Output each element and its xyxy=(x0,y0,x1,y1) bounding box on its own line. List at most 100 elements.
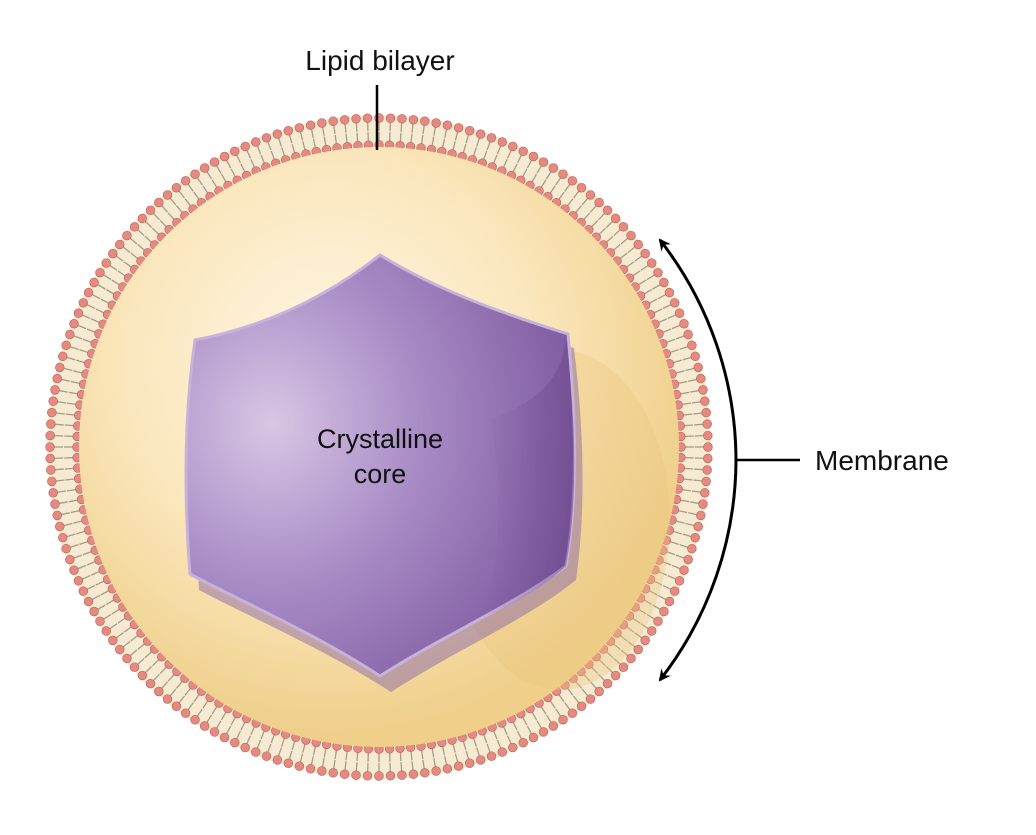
lipid-head xyxy=(210,158,219,167)
lipid-head xyxy=(454,762,463,771)
lipid-head xyxy=(210,728,219,737)
lipid-head xyxy=(53,374,62,383)
lipid-head xyxy=(476,130,485,139)
lipid-tail xyxy=(357,133,358,142)
lipid-head xyxy=(420,768,429,777)
lipid-head xyxy=(559,170,568,179)
lipid-head xyxy=(102,627,111,636)
lipid-head xyxy=(696,511,705,520)
lipid-head xyxy=(220,152,229,161)
lipid-head xyxy=(508,142,517,151)
lipid-head xyxy=(654,617,663,626)
lipid-head xyxy=(90,607,99,616)
lipid-head xyxy=(641,249,650,258)
lipid-head xyxy=(90,278,99,287)
lipid-head xyxy=(432,119,441,128)
lipid-head xyxy=(181,709,190,718)
lipid-head xyxy=(687,544,696,553)
lipid-head xyxy=(130,222,139,231)
lipid-head xyxy=(595,198,604,207)
lipid-head xyxy=(684,330,693,339)
lipid-head xyxy=(647,627,656,636)
lipid-head xyxy=(611,214,620,223)
lipid-head xyxy=(46,420,55,429)
lipid-tail xyxy=(684,468,693,469)
lipid-head xyxy=(74,309,83,318)
lipid-head xyxy=(498,748,507,757)
lipid-head xyxy=(700,488,709,497)
lipid-head xyxy=(375,772,384,781)
lipid-head xyxy=(549,722,558,731)
lipid-head xyxy=(108,636,117,645)
lipid-head xyxy=(647,259,656,268)
core-label-line2: core xyxy=(354,459,407,489)
lipid-head xyxy=(172,183,181,192)
lipid-tail xyxy=(694,424,703,425)
lipid-head xyxy=(191,170,200,179)
lipid-head xyxy=(115,645,124,654)
lipid-head xyxy=(696,374,705,383)
lipid-head xyxy=(46,466,55,475)
lipid-head xyxy=(568,709,577,718)
lipid-head xyxy=(230,147,239,156)
lipid-head xyxy=(65,330,74,339)
lipid-head xyxy=(627,231,636,240)
lipid-head xyxy=(123,654,132,663)
lipid-head xyxy=(273,130,282,139)
lipid-head xyxy=(284,759,293,768)
lipid-head xyxy=(619,222,628,231)
lipid-tail xyxy=(65,468,74,469)
lipid-head xyxy=(443,121,452,130)
lipid-head xyxy=(96,617,105,626)
lipid-head xyxy=(586,191,595,200)
lipid-head xyxy=(603,206,612,215)
lipid-tail xyxy=(401,762,402,771)
lipid-head xyxy=(465,759,474,768)
lipid-head xyxy=(306,764,315,773)
lipid-head xyxy=(634,240,643,249)
lipid-head xyxy=(476,755,485,764)
lipid-head xyxy=(46,443,55,452)
lipid-head xyxy=(154,687,163,696)
lipid-head xyxy=(49,397,58,406)
lipid-head xyxy=(62,341,71,350)
lipid-head xyxy=(55,363,64,372)
lipid-head xyxy=(529,733,538,742)
lipid-head xyxy=(641,636,650,645)
lipid-head xyxy=(306,121,315,130)
lipid-head xyxy=(699,500,708,509)
lipid-head xyxy=(465,126,474,135)
lipid-head xyxy=(58,533,67,542)
lipid-head xyxy=(241,743,250,752)
lipid-head xyxy=(363,771,372,780)
lipid-head xyxy=(665,597,674,606)
lipid-head xyxy=(539,158,548,167)
lipid-head xyxy=(284,126,293,135)
lipid-tail xyxy=(356,762,357,771)
lipid-head xyxy=(70,566,79,575)
lipid-bilayer-label: Lipid bilayer xyxy=(305,45,454,76)
lipid-head xyxy=(703,420,712,429)
lipid-head xyxy=(568,176,577,185)
lipid-head xyxy=(454,123,463,132)
lipid-tail xyxy=(65,425,74,426)
lipid-head xyxy=(70,319,79,328)
lipid-head xyxy=(654,268,663,277)
lipid-head xyxy=(670,298,679,307)
lipid-head xyxy=(386,771,395,780)
lipid-head xyxy=(539,728,548,737)
lipid-head xyxy=(619,663,628,672)
lipid-head xyxy=(62,544,71,553)
lipid-tail xyxy=(55,469,64,470)
lipid-head xyxy=(529,152,538,161)
lipid-head xyxy=(702,408,711,417)
lipid-head xyxy=(115,240,124,249)
lipid-head xyxy=(262,133,271,142)
lipid-head xyxy=(680,319,689,328)
lipid-head xyxy=(559,715,568,724)
lipid-head xyxy=(487,752,496,761)
lipid-head xyxy=(79,298,88,307)
lipid-head xyxy=(191,715,200,724)
lipid-head xyxy=(577,183,586,192)
